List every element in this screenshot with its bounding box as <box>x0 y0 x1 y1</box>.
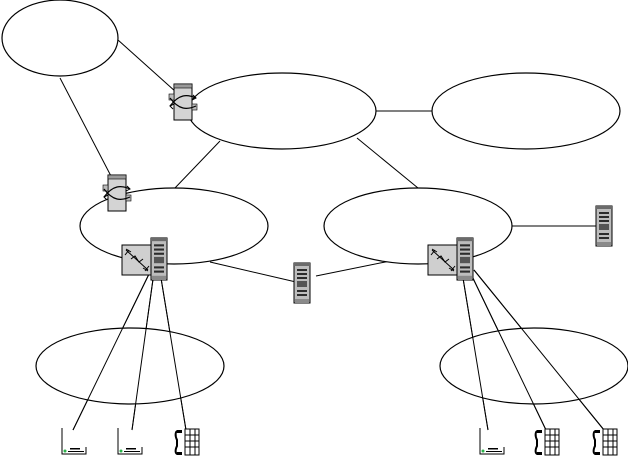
phone-icon <box>534 428 560 456</box>
cloud-bottom-right <box>439 327 628 405</box>
link-topleft-gateway2 <box>59 77 113 179</box>
cloud-top-right <box>431 72 621 150</box>
server-icon <box>595 205 613 247</box>
phone-icon <box>174 428 200 456</box>
terminal-icon <box>479 427 505 455</box>
terminal-icon <box>117 427 143 455</box>
terminal-icon <box>61 427 87 455</box>
cloud-top-center <box>187 72 377 150</box>
phone-icon <box>592 428 618 456</box>
link-switchleft-server <box>209 261 297 283</box>
link-center-midleft <box>173 140 221 190</box>
cloud-bottom-left <box>35 327 225 405</box>
server-icon <box>293 262 311 304</box>
clouds <box>1 0 628 405</box>
endpoint-links-overlay <box>72 269 605 431</box>
link-center-midright <box>356 137 419 189</box>
cloud-top-left <box>1 0 119 77</box>
cloud-mid-right <box>323 187 513 265</box>
link-topleft-gateway1 <box>117 39 177 93</box>
